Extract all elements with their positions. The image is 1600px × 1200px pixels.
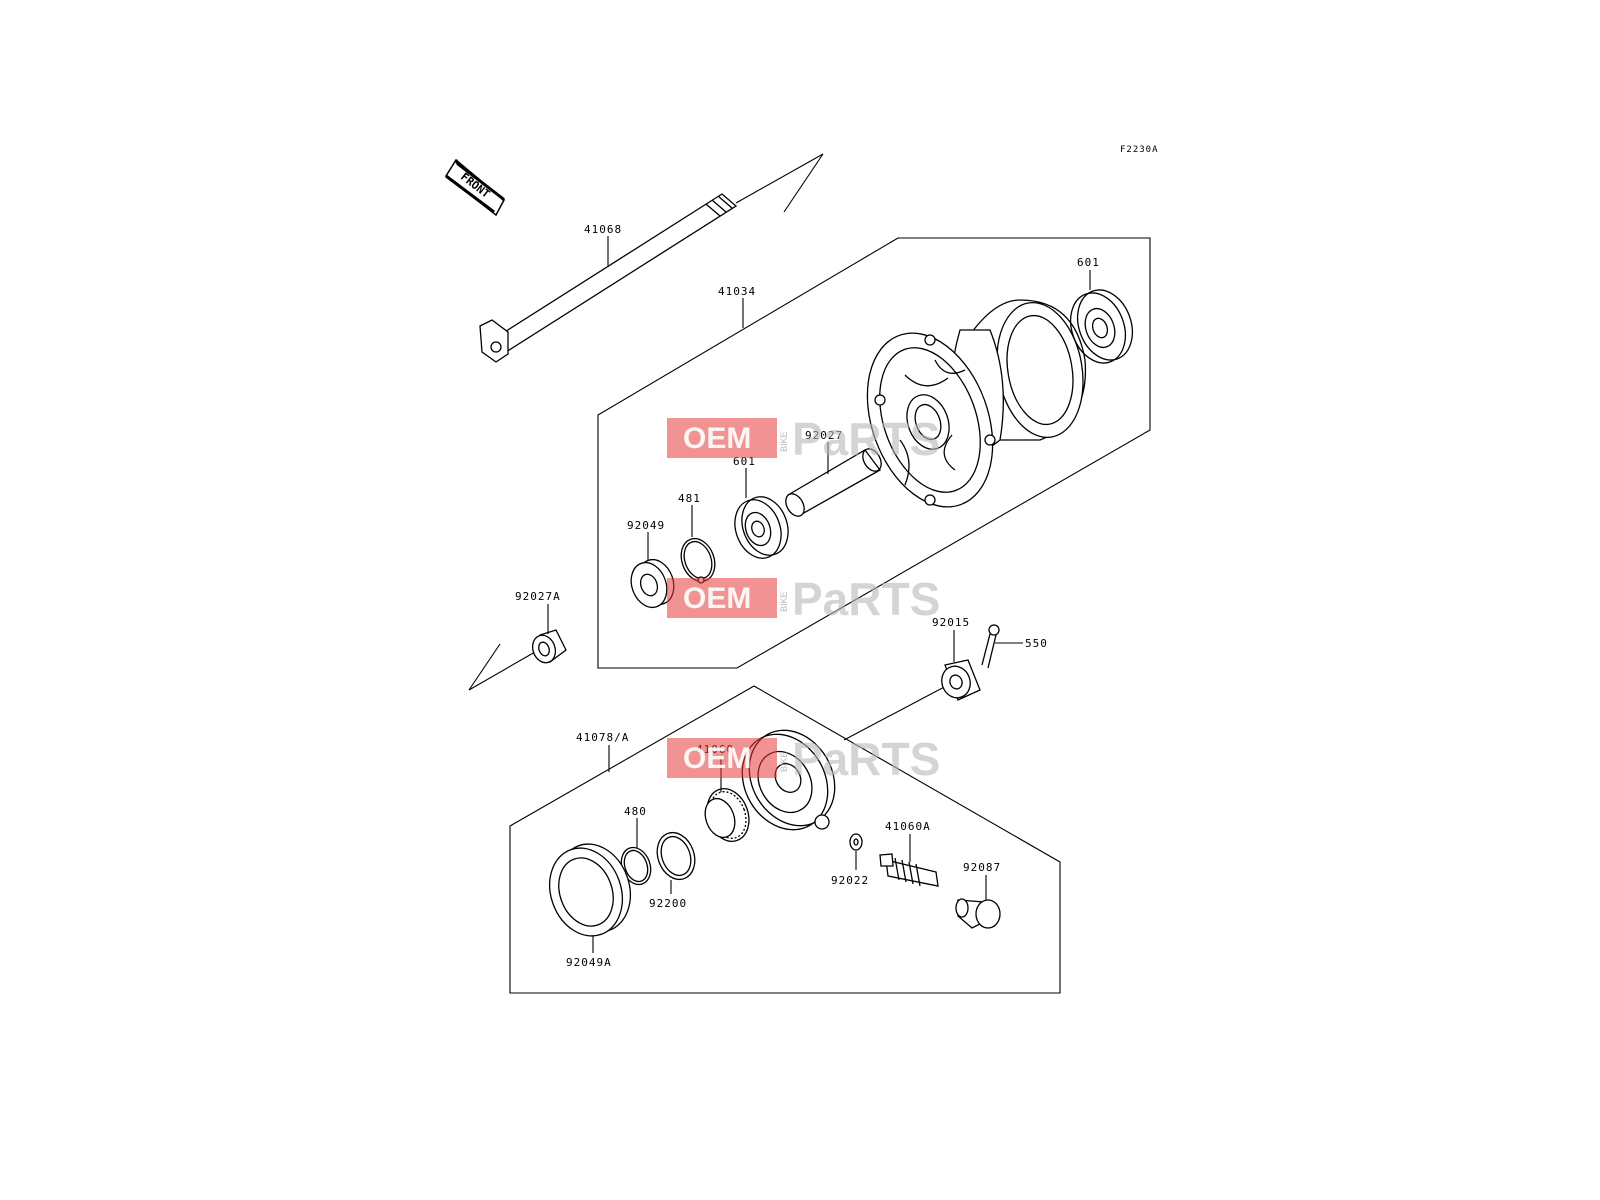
label-481: 481	[678, 492, 701, 505]
front-arrow-icon: FRONT	[445, 158, 506, 217]
seal-92049	[630, 558, 675, 609]
label-601-left: 601	[733, 455, 756, 468]
label-41078A: 41078/A	[576, 731, 629, 744]
watermark-bike-text: BIKE	[779, 751, 789, 772]
spacer-92027	[785, 448, 882, 517]
watermark-bike-text: BIKE	[779, 431, 789, 452]
collar-92027A	[468, 629, 567, 691]
label-601-right: 601	[1077, 256, 1100, 269]
bearing-601-right	[1069, 289, 1134, 364]
label-92049: 92049	[627, 519, 665, 532]
seal-92049A	[549, 843, 631, 937]
hub-assembly-frame	[597, 237, 1151, 669]
label-41060A: 41060A	[885, 820, 931, 833]
wheel-hub	[866, 299, 1087, 508]
watermark-1: OEM BIKE PaRTS	[667, 413, 940, 465]
label-550: 550	[1025, 637, 1048, 650]
nut-92015	[843, 659, 981, 741]
washer-92022	[849, 833, 863, 851]
label-92200: 92200	[649, 897, 687, 910]
watermark-bike-text: BIKE	[779, 591, 789, 612]
diagram-code: F2230A	[1120, 145, 1159, 155]
watermark-oem-text: OEM	[683, 742, 751, 775]
watermark-parts-text: PaRTS	[792, 413, 940, 465]
label-92087: 92087	[963, 861, 1001, 874]
washer-92200	[656, 831, 696, 881]
label-92015: 92015	[932, 616, 970, 629]
gear-41060	[704, 788, 750, 842]
label-41034: 41034	[718, 285, 756, 298]
watermark-parts-text: PaRTS	[792, 733, 940, 785]
label-92022: 92022	[831, 874, 869, 887]
watermark-oem-text: OEM	[683, 422, 751, 455]
label-41068: 41068	[584, 223, 622, 236]
watermark-parts-text: PaRTS	[792, 573, 940, 625]
label-92027: 92027	[805, 429, 843, 442]
label-480: 480	[624, 805, 647, 818]
label-92027A: 92027A	[515, 590, 561, 603]
pinion-41060A	[879, 853, 939, 887]
speedometer-gear-frame	[509, 685, 1061, 994]
watermark-oem-text: OEM	[683, 582, 751, 615]
axle-41068	[479, 153, 824, 363]
cotter-pin-550	[981, 624, 1000, 669]
bushing-92087	[955, 898, 1001, 929]
watermark-3: OEM BIKE PaRTS	[667, 733, 940, 785]
watermark-2: OEM BIKE PaRTS	[667, 573, 940, 625]
bearing-601-left	[734, 496, 789, 559]
label-92049A: 92049A	[566, 956, 612, 969]
